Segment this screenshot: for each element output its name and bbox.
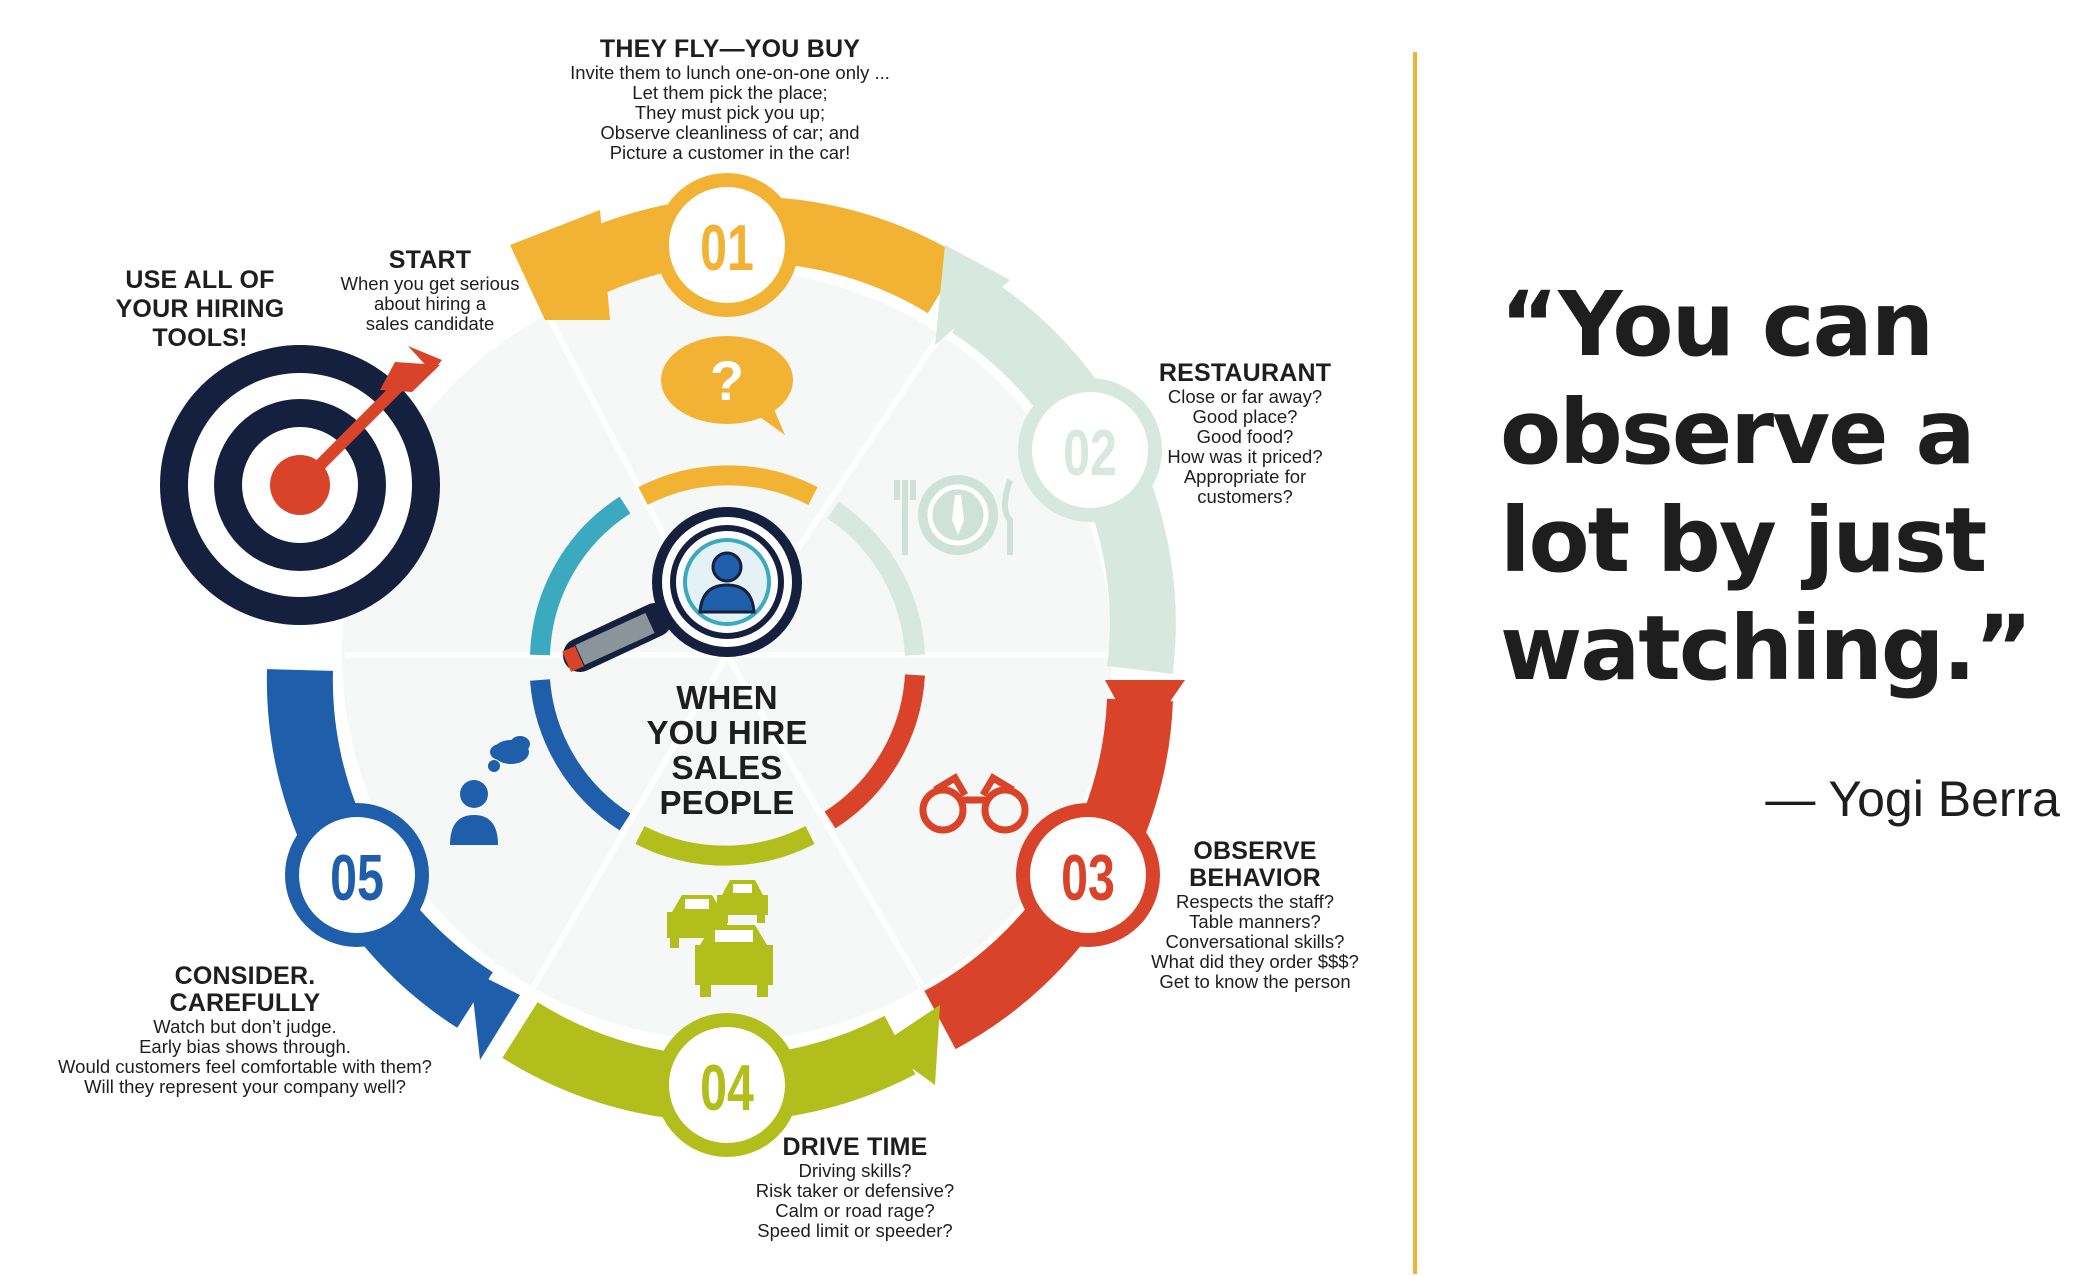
step-03-lines: Respects the staff? Table manners? Conve… [1125,892,1385,992]
step-line: Will they represent your company well? [84,1076,406,1097]
step-line: They must pick you up; [634,102,826,123]
step-05-title: CONSIDER. CAREFULLY [40,963,450,1017]
step-line: Good place? [1192,406,1298,427]
magnifier-person-icon [562,507,802,672]
step-line: Conversational skills? [1165,931,1345,952]
step-03-title-line: OBSERVE [1193,837,1317,865]
step-01-text: THEY FLY—YOU BUY Invite them to lunch on… [520,36,940,163]
step-05-number-circle: 05 [285,803,429,947]
quote-line: “You can [1500,272,1934,376]
question-bubble-icon: ? [661,336,793,435]
arrowhead-02 [935,245,1010,345]
step-number-circles: 01 02 03 04 05 [285,173,1162,1157]
step-02-title: RESTAURANT [1158,359,1332,387]
center-label-line: YOU HIRE [646,714,808,751]
step-line: Picture a customer in the car! [609,142,851,163]
arrowhead-03 [1105,680,1185,745]
step-number: 05 [330,842,384,915]
quote-line: watching.” [1500,596,2033,700]
step-03-text: OBSERVE BEHAVIOR Respects the staff? Tab… [1125,838,1385,992]
plate-cutlery-icon [894,475,1013,555]
arrowhead-01 [510,210,610,320]
step-02-lines: Close or far away? Good place? Good food… [1145,387,1345,507]
step-line: Good food? [1196,426,1294,447]
cars-icon [667,880,773,997]
quote-line: lot by just [1500,488,1987,592]
center-label-line: PEOPLE [659,784,795,821]
step-01-number-circle: 01 [655,173,799,317]
step-number: 04 [700,1052,754,1125]
step-line: Calm or road rage? [775,1200,935,1221]
inner-ring [530,465,925,866]
svg-text:?: ? [710,349,744,412]
step-02-text: RESTAURANT Close or far away? Good place… [1145,360,1345,507]
step-line: Watch but don’t judge. [153,1016,337,1037]
step-line: Early bias shows through. [139,1036,351,1057]
step-04-number-circle: 04 [655,1013,799,1157]
thinking-person-icon [450,736,530,845]
start-line: about hiring a [373,293,487,314]
step-number: 02 [1063,417,1117,490]
step-line: Driving skills? [798,1160,912,1181]
step-line: Risk taker or defensive? [755,1180,955,1201]
step-02-number-circle: 02 [1018,378,1162,522]
step-04-title: DRIVE TIME [782,1133,928,1161]
step-line: Table manners? [1189,911,1321,932]
start-lines: When you get serious about hiring a sale… [320,274,540,334]
step-line: Close or far away? [1167,386,1323,407]
step-04-lines: Driving skills? Risk taker or defensive?… [740,1161,970,1241]
step-line: Get to know the person [1159,971,1351,992]
step-05-lines: Watch but don’t judge. Early bias shows … [40,1017,450,1097]
step-05-title-line: CAREFULLY [169,989,321,1017]
tools-label-line: YOUR HIRING [115,295,285,323]
quote-author: — Yogi Berra [1765,771,2060,827]
hiring-cycle-diagram: 01 02 03 04 05 ? [160,173,1185,1157]
step-01-title: THEY FLY—YOU BUY [599,35,861,63]
step-03-title-line: BEHAVIOR [1189,864,1321,892]
start-title: START [388,246,472,274]
binoculars-icon [919,773,1029,834]
step-number: 01 [700,212,754,285]
step-number: 03 [1061,842,1115,915]
start-text: START When you get serious about hiring … [320,247,540,334]
center-label: WHEN YOU HIRE SALES PEOPLE [627,680,827,820]
start-line: When you get serious [340,273,520,294]
arrowhead-04 [880,1005,940,1085]
step-line: customers? [1197,486,1293,507]
step-line: What did they order $$$? [1151,951,1359,972]
step-line: Observe cleanliness of car; and [600,122,860,143]
arrow-heads [470,210,1185,1085]
step-line: Invite them to lunch one-on-one only ... [570,62,890,83]
step-01-lines: Invite them to lunch one-on-one only ...… [520,63,940,163]
quote: “You can observe a lot by just watching.… [1500,270,2060,702]
arrowhead-05 [470,970,520,1060]
step-03-title: OBSERVE BEHAVIOR [1125,838,1385,892]
step-line: Let them pick the place; [632,82,828,103]
step-line: Respects the staff? [1175,891,1335,912]
hiring-tools-label: USE ALL OF YOUR HIRING TOOLS! [100,266,300,353]
step-line: Speed limit or speeder? [757,1220,953,1241]
center-label-line: SALES [671,749,783,786]
center-label-line: WHEN [676,679,778,716]
step-05-text: CONSIDER. CAREFULLY Watch but don’t judg… [40,963,450,1097]
tools-label-line: TOOLS! [152,324,248,352]
step-line: How was it priced? [1167,446,1323,467]
tools-label-line: USE ALL OF [125,266,275,294]
step-04-text: DRIVE TIME Driving skills? Risk taker or… [740,1134,970,1241]
step-05-title-line: CONSIDER. [174,962,316,990]
target-icon [160,345,442,625]
step-line: Would customers feel comfortable with th… [58,1056,432,1077]
vertical-divider [1413,52,1417,1274]
quote-line: observe a [1500,380,1976,484]
step-03-number-circle: 03 [1016,803,1160,947]
start-line: sales candidate [365,313,495,334]
step-line: Appropriate for [1183,466,1307,487]
